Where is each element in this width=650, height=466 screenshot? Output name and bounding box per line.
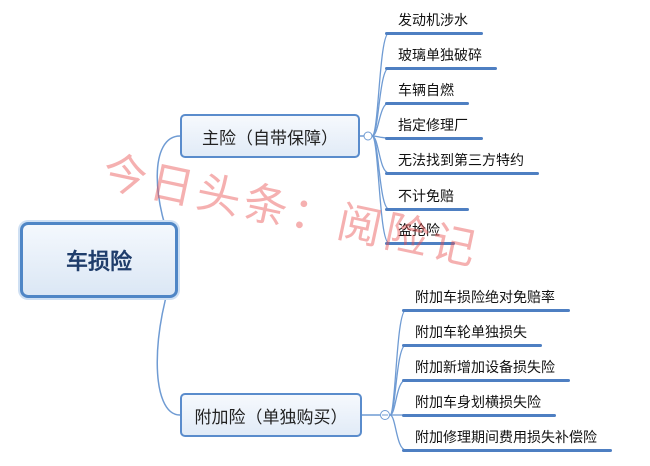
leaf-underline — [385, 67, 497, 70]
branch-line — [371, 32, 390, 137]
addon-leaf[interactable]: 附加车轮单独损失 — [415, 325, 527, 341]
leaf-underline — [402, 309, 570, 312]
main-insurance-label: 主险（自带保障） — [202, 128, 338, 149]
addon-leaf[interactable]: 附加车损险绝对免赔率 — [415, 290, 555, 306]
collapse-toggle-main[interactable] — [363, 131, 373, 141]
branch-line — [389, 414, 407, 451]
addon-leaf[interactable]: 附加修理期间费用损失补偿险 — [415, 430, 597, 446]
addon-leaf[interactable]: 附加车身划横损失险 — [415, 395, 541, 411]
leaf-underline — [402, 449, 612, 452]
main-insurance-node[interactable]: 主险（自带保障） — [180, 114, 360, 158]
leaf-underline — [402, 344, 542, 347]
addon-insurance-label: 附加险（单独购买） — [194, 407, 348, 428]
leaf-underline — [385, 137, 483, 140]
root-node[interactable]: 车损险 — [20, 222, 178, 298]
leaf-underline — [385, 172, 539, 175]
main-leaf[interactable]: 盗抢险 — [398, 223, 440, 239]
main-leaf[interactable]: 车辆自燃 — [398, 83, 454, 99]
leaf-underline — [402, 379, 570, 382]
leaf-underline — [402, 414, 556, 417]
leaf-underline — [385, 242, 455, 245]
leaf-underline — [385, 208, 469, 211]
main-leaf[interactable]: 无法找到第三方特约 — [398, 153, 524, 169]
main-leaf[interactable]: 指定修理厂 — [398, 118, 468, 134]
leaf-underline — [385, 102, 469, 105]
branch-line — [389, 309, 407, 416]
leaf-underline — [385, 32, 483, 35]
main-leaf[interactable]: 玻璃单独破碎 — [398, 48, 482, 64]
branch-line — [371, 135, 390, 244]
main-leaf[interactable]: 发动机涉水 — [398, 13, 468, 29]
addon-leaf[interactable]: 附加新增加设备损失险 — [415, 360, 555, 376]
addon-insurance-node[interactable]: 附加险（单独购买） — [180, 393, 362, 437]
main-leaf[interactable]: 不计免赔 — [398, 189, 454, 205]
root-label: 车损险 — [65, 250, 132, 275]
